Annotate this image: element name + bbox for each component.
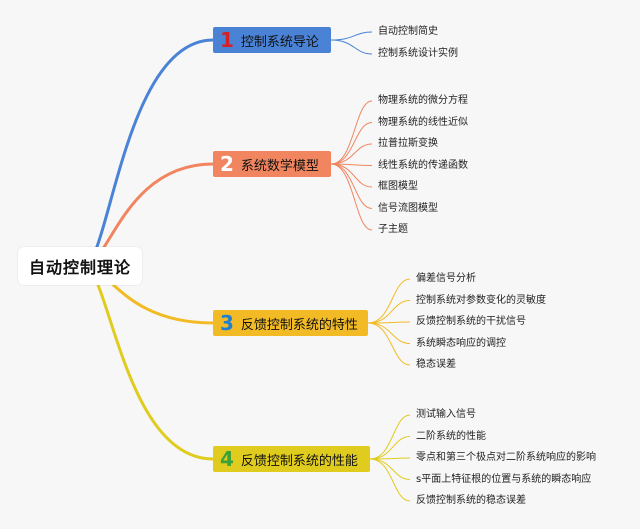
leaf-connector <box>369 458 411 502</box>
leaf-connector <box>330 122 373 165</box>
leaf-connector <box>369 436 411 460</box>
leaf-topic[interactable]: 控制系统设计实例 <box>378 48 458 59</box>
leaf-connector <box>330 39 373 55</box>
leaf-connector <box>367 300 411 324</box>
leaf-connector <box>330 143 373 165</box>
leaf-topic[interactable]: 零点和第三个极点对二阶系统响应的影响 <box>416 452 596 463</box>
leaf-connector <box>367 278 411 324</box>
leaf-connector <box>369 414 411 460</box>
leaf-topic[interactable]: 测试输入信号 <box>416 409 476 420</box>
root-topic[interactable]: 自动控制理论 <box>18 247 142 285</box>
leaf-topic[interactable]: 稳态误差 <box>416 359 456 370</box>
leaf-topic[interactable]: s平面上特征根的位置与系统的瞬态响应 <box>416 473 592 485</box>
branch-connector <box>83 264 214 461</box>
branch-number: 4 <box>220 447 234 471</box>
leaf-topic[interactable]: 子主题 <box>378 224 408 235</box>
branch-connector <box>83 38 214 268</box>
branch-topic-1[interactable]: 1 控制系统导论 <box>213 27 331 53</box>
branch-label: 反馈控制系统的性能 <box>240 453 358 469</box>
branch-topic-4[interactable]: 4 反馈控制系统的性能 <box>213 446 370 472</box>
branch-label: 系统数学模型 <box>240 158 319 174</box>
leaf-topic[interactable]: 反馈控制系统的稳态误差 <box>416 495 526 506</box>
leaf-topic[interactable]: 拉普拉斯变换 <box>378 138 438 149</box>
leaf-topic[interactable]: 二阶系统的性能 <box>416 430 486 442</box>
root-topic-label: 自动控制理论 <box>28 258 131 277</box>
leaf-topic[interactable]: 自动控制简史 <box>378 26 438 37</box>
leaf-topic[interactable]: 系统瞬态响应的调控 <box>416 337 506 349</box>
leaf-topic[interactable]: 框图模型 <box>378 181 418 192</box>
branch-number: 3 <box>220 311 234 335</box>
branch-label: 控制系统导论 <box>240 34 319 50</box>
leaf-topic[interactable]: 控制系统对参数变化的灵敏度 <box>416 294 546 306</box>
leaf-connector <box>330 163 373 231</box>
leaf-topic[interactable]: 线性系统的传递函数 <box>378 159 468 171</box>
leaf-topic[interactable]: 信号流图模型 <box>378 202 438 214</box>
leaf-connector <box>330 31 373 41</box>
branch-topic-3[interactable]: 3 反馈控制系统的特性 <box>213 310 368 336</box>
branch-label: 反馈控制系统的特性 <box>240 317 358 333</box>
leaf-connector <box>367 322 411 366</box>
leaf-topic[interactable]: 物理系统的微分方程 <box>378 95 468 106</box>
leaf-topic[interactable]: 偏差信号分析 <box>416 273 476 284</box>
branch-topic-2[interactable]: 2 系统数学模型 <box>213 151 331 177</box>
leaf-connector <box>330 163 373 188</box>
leaf-connector <box>330 163 373 209</box>
leaf-topic[interactable]: 反馈控制系统的干扰信号 <box>416 316 526 327</box>
branch-number: 2 <box>220 152 234 176</box>
branch-number: 1 <box>220 28 234 52</box>
leaf-topic[interactable]: 物理系统的线性近似 <box>378 116 468 128</box>
leaf-connector <box>330 100 373 165</box>
